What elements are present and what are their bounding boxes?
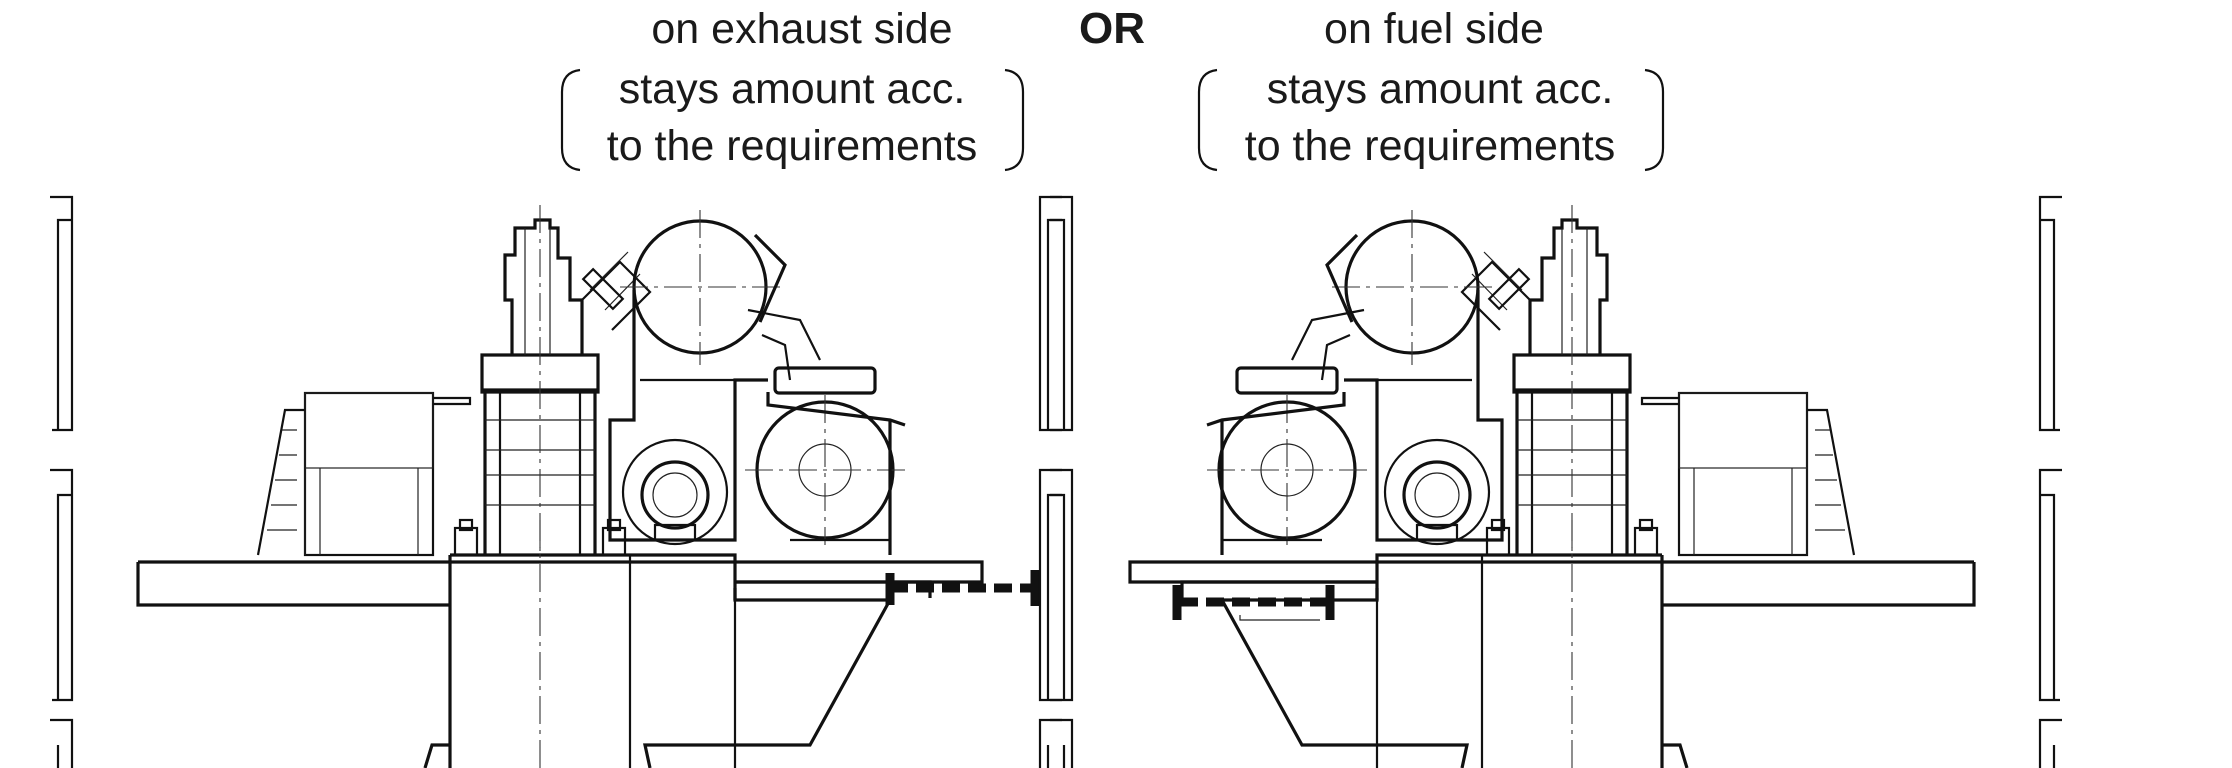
label-exhaust-side: on exhaust side stays amount acc. to the… [560, 5, 1025, 172]
label-fuel-line2: stays amount acc. [1267, 65, 1614, 113]
label-exhaust-line3: to the requirements [607, 122, 977, 170]
stay-fuel-side [1172, 585, 1335, 621]
stay-exhaust-side [885, 570, 1040, 606]
label-exhaust-line1: on exhaust side [651, 5, 952, 53]
bracket-fuel-right [1644, 68, 1665, 172]
or-label: OR [1079, 4, 1145, 53]
bracket-exhaust-left [560, 68, 581, 172]
bracket-fuel-left [1197, 68, 1218, 172]
label-fuel-side: on fuel side stays amount acc. to the re… [1197, 5, 1665, 172]
label-fuel-line1: on fuel side [1324, 5, 1544, 53]
engine-view-fuel-side [1038, 195, 2064, 768]
label-exhaust-line2: stays amount acc. [619, 65, 966, 113]
bracket-exhaust-right [1004, 68, 1025, 172]
label-fuel-line3: to the requirements [1245, 122, 1615, 170]
engine-view-exhaust-side [48, 195, 1074, 768]
